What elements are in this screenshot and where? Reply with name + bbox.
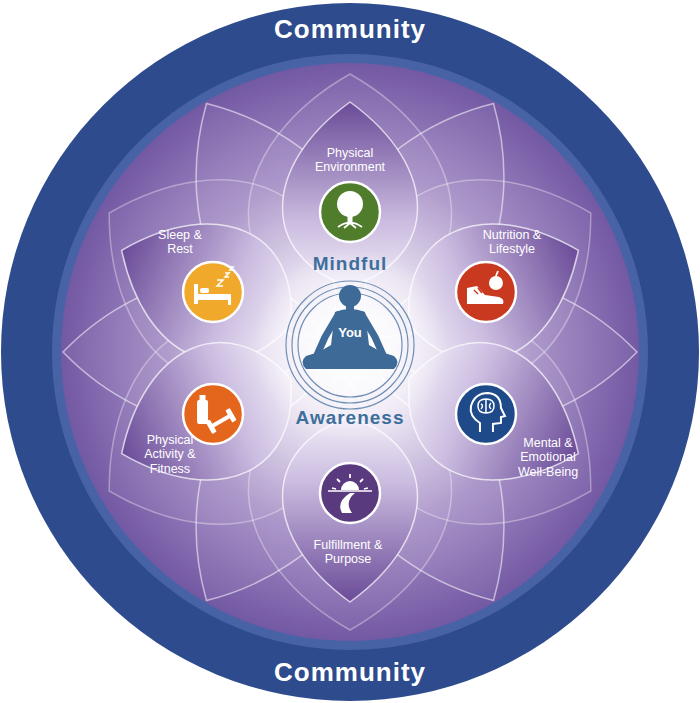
sun [341,481,359,490]
center-glow [252,247,448,443]
aura-circle [298,293,402,397]
figure-arm [362,315,383,355]
figure-head [339,285,361,307]
outline-petals [58,74,641,630]
petal-label: Sleep & Rest [150,228,210,257]
dumbbell-bar [211,414,230,427]
brain [478,399,494,413]
center-figure: MindfulYouAwareness [250,235,450,435]
icon-disc [320,463,380,523]
awareness-label: Awareness [270,407,430,429]
mindful-label: Mindful [280,253,420,275]
bed-leg [228,300,231,305]
petal-icon [456,262,516,322]
flower-background [61,63,639,641]
bed-pillow [200,288,209,293]
aura-circle [286,281,414,409]
dumbbell-weight [205,419,216,434]
community-label: Community [220,15,480,45]
outline-petals [63,66,637,638]
icon-disc [320,182,380,242]
petal-shape [283,417,418,602]
bed-headboard [194,284,198,304]
bed-mattress [198,294,231,300]
inner-band [52,54,648,650]
figure-arm [317,315,338,355]
icon-disc [456,262,516,322]
petal-label: Physical Environment [303,146,398,175]
sun-rays [332,474,368,489]
petal-label: Physical Activity & Fitness [135,433,205,476]
figure-body [303,309,398,369]
meditation-figure [286,281,414,409]
sleep-marks [217,267,233,286]
petal-icon [183,262,243,322]
icon-disc [183,262,243,322]
road [340,493,355,513]
horizon [328,490,372,492]
apple-stem [496,271,498,276]
outer-ring [1,3,699,701]
icon-disc [456,384,516,444]
figure-label: You [330,326,370,341]
apple [489,276,503,290]
aura-circle [292,287,408,403]
petal-icon [320,182,380,242]
petal-icon [320,463,380,523]
dumbbell [205,408,236,434]
petal-label: Nutrition & Lifestyle [472,228,552,257]
dumbbell-weight [225,408,236,423]
tree-roots [338,223,362,228]
shoe-laces [474,288,482,294]
community-label: Community [220,658,480,688]
petal-icon [456,384,516,444]
petal-label: Mental & Emotional Well-Being [509,436,587,479]
head-profile [471,393,505,432]
bottle [197,400,208,424]
bottle-cap [199,395,205,400]
petal-label: Fulfillment & Purpose [303,538,393,567]
